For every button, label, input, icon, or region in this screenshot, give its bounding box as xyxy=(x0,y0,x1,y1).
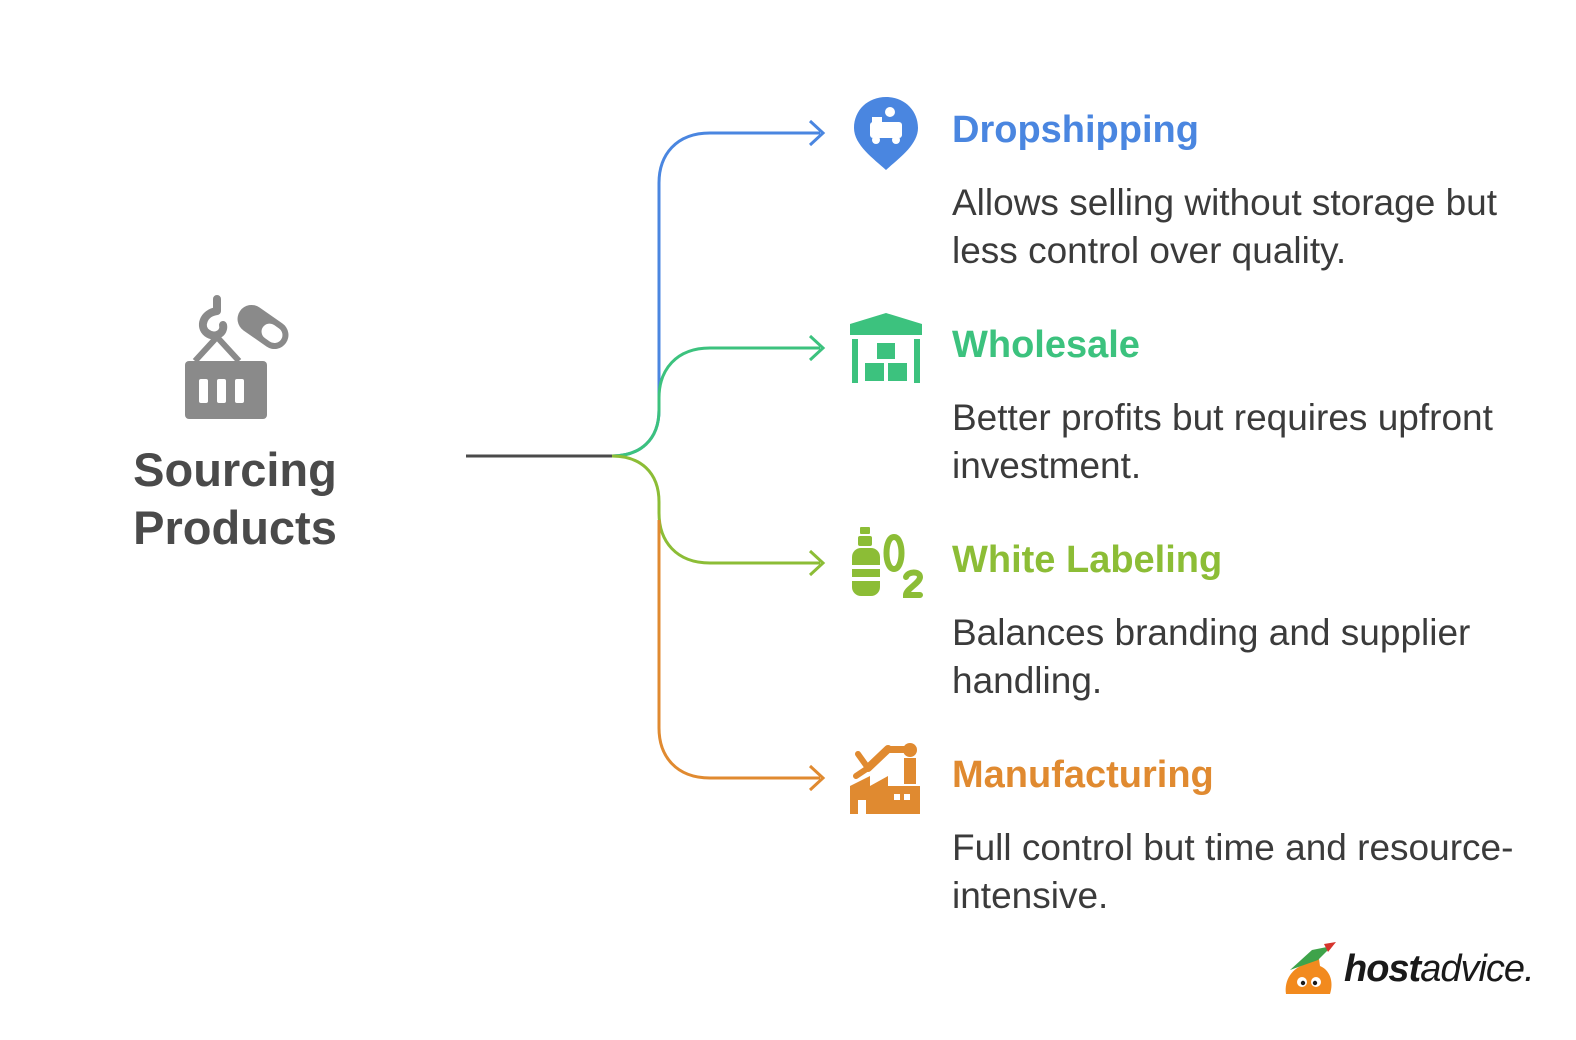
connector-dropshipping xyxy=(611,131,820,458)
branch-title: Wholesale xyxy=(952,324,1140,366)
mascot-icon xyxy=(1285,942,1336,994)
brand-wordmark-regular: advice. xyxy=(1420,948,1534,990)
hostadvice-logo: hostadvice. xyxy=(1278,940,1548,1004)
factory-robot-arm-icon xyxy=(850,743,920,814)
connector-wholesale xyxy=(611,346,820,458)
warehouse-icon xyxy=(850,313,922,383)
arrow-wholesale xyxy=(808,334,826,362)
connector-white-labeling xyxy=(611,454,820,565)
root-node: Sourcing Products xyxy=(100,295,370,557)
branch-description: Balances branding and supplier handling. xyxy=(952,612,1471,701)
arrow-manufacturing xyxy=(808,764,826,792)
branch-title: Dropshipping xyxy=(952,109,1199,151)
connector-manufacturing xyxy=(657,520,820,780)
root-title: Sourcing Products xyxy=(133,443,337,554)
crane-hook-container-icon xyxy=(185,295,289,419)
arrow-dropshipping xyxy=(808,119,826,147)
delivery-location-pin-icon xyxy=(854,97,918,170)
branch-title: White Labeling xyxy=(952,539,1223,581)
brand-wordmark: hostadvice. xyxy=(1344,948,1535,991)
branch-title: Manufacturing xyxy=(952,754,1214,796)
brand-wordmark-bold: host xyxy=(1344,948,1421,990)
branch-description: Better profits but requires upfront inve… xyxy=(952,397,1493,486)
branch-description: Full control but time and resource-inten… xyxy=(952,827,1514,916)
branch-description: Allows selling without storage but less … xyxy=(952,182,1498,271)
oxygen-bottle-icon xyxy=(852,527,924,598)
arrow-white-labeling xyxy=(808,549,826,577)
